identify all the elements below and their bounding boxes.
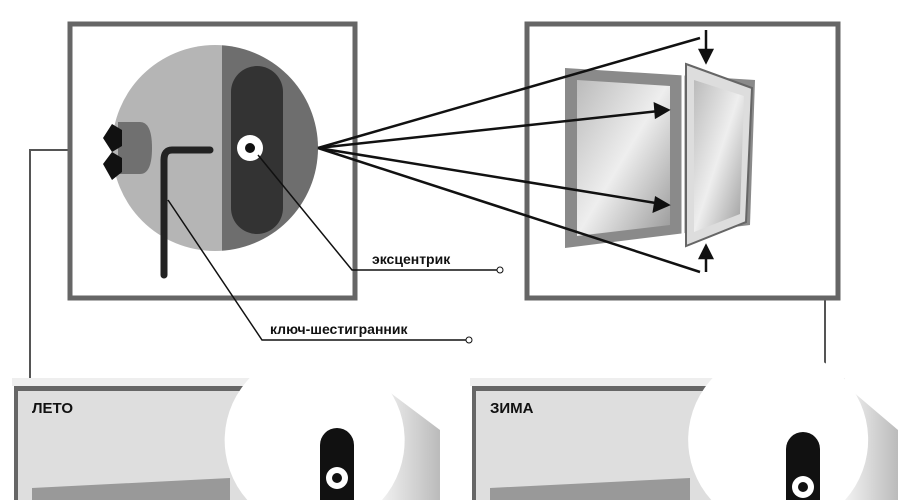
hex-key-label: ключ-шестигранник (270, 321, 408, 337)
adjustment-rays (317, 30, 715, 274)
eccentric-label: эксцентрик (372, 251, 451, 267)
summer-dial (224, 350, 405, 500)
connector-left (29, 149, 68, 388)
summer-panel: ЛЕТО (12, 350, 440, 500)
winter-panel: ЗИМА (470, 349, 898, 500)
striker-plate (118, 122, 152, 174)
hex-key-leader (167, 199, 466, 341)
window-glass-left (577, 80, 670, 236)
winter-dial (688, 349, 869, 500)
window-glass-right (694, 80, 744, 232)
eccentric-leader (257, 154, 498, 271)
summer-slot (320, 428, 354, 500)
summer-label: ЛЕТО (32, 400, 73, 417)
winter-label: ЗИМА (490, 400, 534, 417)
locking-pin-icon (103, 124, 122, 180)
eccentric-detail-box (67, 21, 358, 301)
hex-key (160, 146, 214, 279)
window-box (524, 21, 841, 301)
